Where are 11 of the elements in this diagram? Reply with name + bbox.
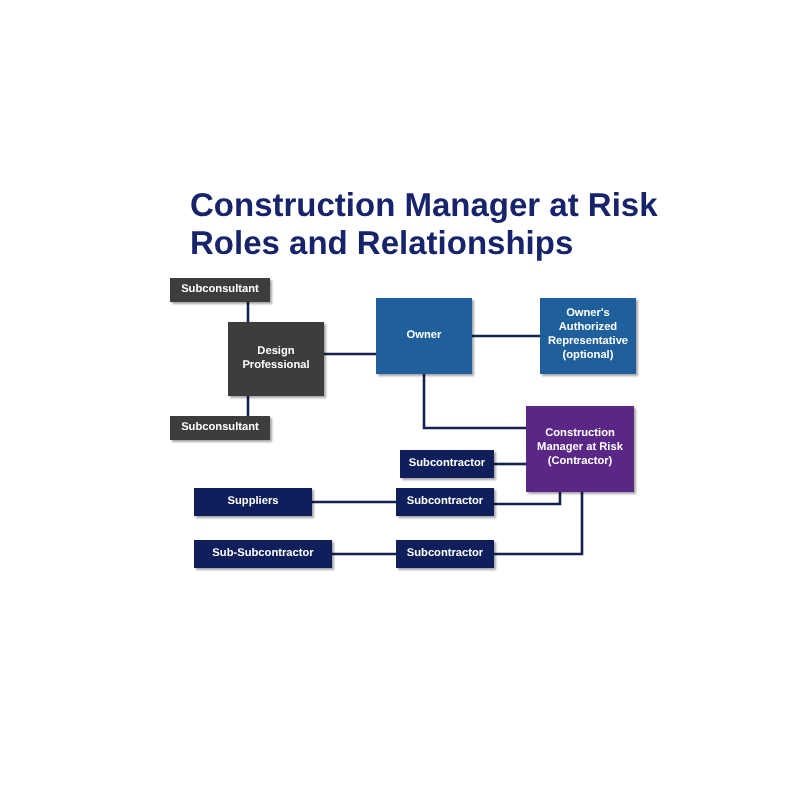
connector-line <box>494 462 526 466</box>
connector-line <box>246 302 250 322</box>
connector-line <box>494 492 584 556</box>
connector-line <box>312 500 396 504</box>
diagram-title: Construction Manager at Risk Roles and Relationships <box>190 188 660 264</box>
connector-line <box>472 334 540 338</box>
connector-line <box>494 492 562 506</box>
connector-line <box>324 352 376 356</box>
connector-line <box>332 552 396 556</box>
connector-line <box>246 396 250 416</box>
connector-line <box>422 374 526 430</box>
